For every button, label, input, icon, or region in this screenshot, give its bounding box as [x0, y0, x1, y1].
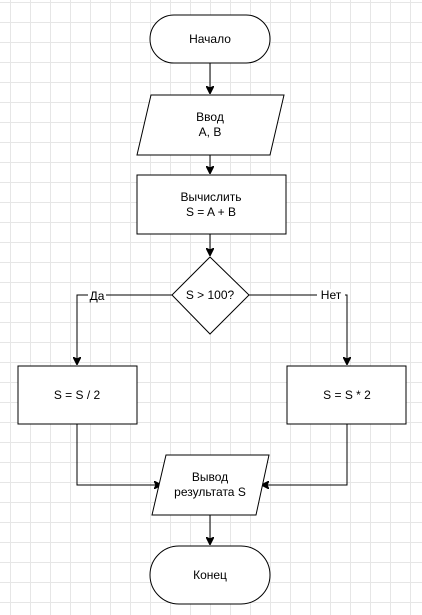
compute-label-line1: Вычислить: [180, 190, 241, 204]
edge-label-no: Нет: [321, 288, 342, 302]
yes-label-bg: [88, 290, 106, 302]
no-label-bg: [317, 289, 345, 301]
no-process-box[interactable]: [286, 365, 407, 425]
compute-label-line2: S = A + B: [186, 205, 236, 219]
start-label: Начало: [189, 32, 231, 46]
decision-diamond[interactable]: [171, 256, 250, 335]
yes-process-box[interactable]: [17, 365, 138, 425]
no-process-label: S = S * 2: [323, 388, 371, 402]
output-label-line2: результата S: [174, 485, 246, 499]
edge-no-to-output: [262, 424, 348, 485]
output-parallelogram[interactable]: [151, 454, 270, 516]
input-label-line2: A, B: [199, 125, 222, 139]
edge-yes-to-output: [76, 424, 161, 485]
end-label: Конец: [193, 568, 227, 582]
output-label-line1: Вывод: [192, 470, 228, 484]
input-label-line1: Ввод: [196, 110, 224, 124]
edge-decision-yes: [77, 294, 172, 364]
edge-label-yes: Да: [90, 289, 105, 303]
yes-process-label: S = S / 2: [54, 388, 101, 402]
edge-decision-no: [248, 294, 347, 364]
start-terminator[interactable]: [149, 14, 271, 64]
compute-process-box[interactable]: [136, 174, 287, 235]
input-parallelogram[interactable]: [136, 94, 285, 156]
decision-label: S > 100?: [186, 288, 235, 302]
end-terminator[interactable]: [149, 545, 271, 605]
